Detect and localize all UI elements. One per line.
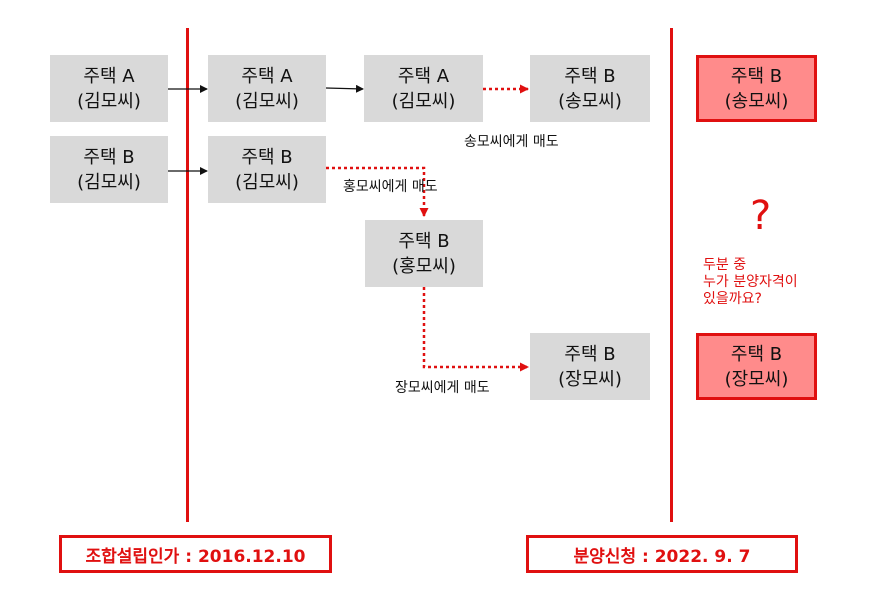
- owner-name: (김모씨): [235, 90, 299, 112]
- owner-name: (김모씨): [77, 171, 141, 193]
- house-name: 주택 A: [83, 65, 135, 87]
- house-name: 주택 B: [83, 146, 135, 168]
- question-line-3: 있을까요?: [703, 291, 762, 307]
- house-b-song: 주택 B (송모씨): [530, 55, 650, 122]
- arrow-sell-to-hong: [326, 166, 429, 217]
- house-name: 주택 B: [730, 65, 783, 87]
- house-name: 주택 A: [397, 65, 450, 87]
- owner-name: (송모씨): [558, 90, 622, 112]
- owner-name: (장모씨): [558, 368, 622, 390]
- question-text: 두분 중 누가 분양자격이 있을까요?: [703, 257, 798, 308]
- sale-application-date-box: 분양신청 : 2022. 9. 7: [526, 535, 798, 573]
- owner-name: (김모씨): [235, 171, 299, 193]
- question-line-1: 두분 중: [703, 257, 747, 273]
- house-name: 주택 B: [241, 146, 293, 168]
- question-line-2: 누가 분양자격이: [703, 274, 798, 290]
- house-b-kim-after-approval: 주택 B (김모씨): [208, 136, 326, 203]
- house-a-kim-after-approval: 주택 A (김모씨): [208, 55, 326, 122]
- arrow-sell-to-jang: [422, 287, 529, 372]
- arrow-a-col2-to-col3: [325, 84, 364, 93]
- house-b-song-candidate: 주택 B (송모씨): [696, 55, 817, 122]
- house-b-jang: 주택 B (장모씨): [530, 333, 650, 400]
- union-approval-timeline-line: [186, 28, 189, 522]
- house-a-kim-before-approval: 주택 A (김모씨): [50, 55, 168, 122]
- sell-to-jang-label: 장모씨에게 매도: [395, 380, 490, 396]
- house-b-jang-candidate: 주택 B (장모씨): [696, 333, 817, 400]
- house-name: 주택 B: [564, 343, 616, 365]
- owner-name: (김모씨): [391, 90, 456, 112]
- house-name: 주택 B: [398, 230, 450, 252]
- sale-application-timeline-line: [670, 28, 673, 522]
- owner-name: (송모씨): [724, 90, 789, 112]
- union-approval-date-box: 조합설립인가 : 2016.12.10: [59, 535, 332, 573]
- owner-name: (장모씨): [724, 368, 789, 390]
- sell-to-song-label: 송모씨에게 매도: [464, 134, 559, 150]
- house-name: 주택 B: [730, 343, 783, 365]
- question-mark-icon: ?: [750, 193, 772, 239]
- house-name: 주택 B: [564, 65, 616, 87]
- house-b-hong: 주택 B (홍모씨): [365, 220, 483, 287]
- house-a-kim-col3: 주택 A (김모씨): [364, 55, 483, 122]
- owner-name: (홍모씨): [392, 255, 456, 277]
- owner-name: (김모씨): [77, 90, 141, 112]
- house-b-kim-before-approval: 주택 B (김모씨): [50, 136, 168, 203]
- sell-to-hong-label: 홍모씨에게 매도: [343, 179, 438, 195]
- house-name: 주택 A: [241, 65, 293, 87]
